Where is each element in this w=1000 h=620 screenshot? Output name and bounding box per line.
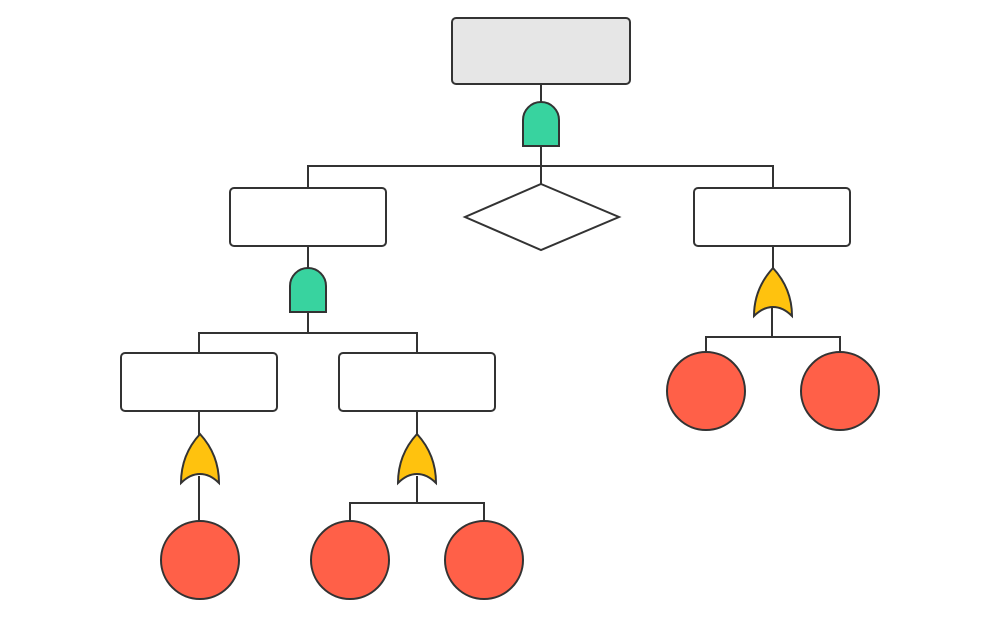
connector-and-gate-to-level1-bus bbox=[307, 146, 774, 188]
top-event-box[interactable] bbox=[451, 17, 631, 85]
basic-event-circle-lower-left[interactable] bbox=[160, 520, 240, 600]
connector-lower-mid-or-gate-to-basic-events bbox=[349, 476, 485, 521]
basic-event-circle-lower-mid-1[interactable] bbox=[310, 520, 390, 600]
or-gate-icon-right[interactable] bbox=[752, 266, 794, 319]
or-gate-icon-lower-left[interactable] bbox=[179, 432, 221, 486]
connector-left-and-gate-to-level2-bus bbox=[198, 312, 418, 353]
undeveloped-event-diamond[interactable] bbox=[462, 182, 622, 252]
and-gate-icon-top[interactable] bbox=[522, 101, 560, 147]
connector-lines bbox=[198, 84, 841, 521]
intermediate-event-box-right[interactable] bbox=[693, 187, 851, 247]
and-gate-icon-left[interactable] bbox=[289, 267, 327, 313]
intermediate-event-box-lower-mid[interactable] bbox=[338, 352, 496, 412]
basic-event-circle-lower-mid-2[interactable] bbox=[444, 520, 524, 600]
connector-right-or-gate-to-basic-events bbox=[705, 308, 841, 352]
intermediate-event-box-left[interactable] bbox=[229, 187, 387, 247]
basic-event-circle-right-1[interactable] bbox=[666, 351, 746, 431]
basic-event-circle-right-2[interactable] bbox=[800, 351, 880, 431]
or-gate-icon-lower-mid[interactable] bbox=[396, 432, 438, 486]
intermediate-event-box-lower-left[interactable] bbox=[120, 352, 278, 412]
